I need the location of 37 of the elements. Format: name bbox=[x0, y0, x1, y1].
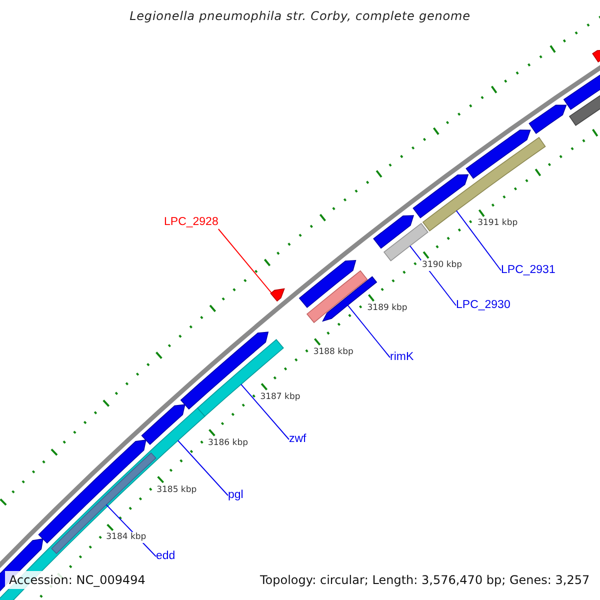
scale-label: 3187 kbp bbox=[259, 392, 302, 403]
gene-label: rimK bbox=[390, 351, 414, 364]
scale-label: 3188 kbp bbox=[312, 346, 354, 358]
scale-label: 3184 kbp bbox=[105, 532, 148, 544]
scale-label: 3186 kbp bbox=[206, 438, 250, 449]
leader-line bbox=[347, 304, 390, 358]
gene-block bbox=[592, 50, 600, 62]
gene-block bbox=[528, 104, 567, 134]
gene-block bbox=[270, 288, 285, 302]
gene-block bbox=[298, 260, 356, 308]
gene-label: LPC_2930 bbox=[456, 299, 510, 312]
gene-block bbox=[38, 440, 146, 544]
genome-summary: Topology: circular; Length: 3,576,470 bp; Genes: 3,257 bbox=[260, 573, 590, 587]
gene-block bbox=[466, 130, 531, 179]
gene-label: pgl bbox=[228, 489, 244, 502]
gene-bar bbox=[196, 339, 284, 417]
leader-line bbox=[240, 384, 290, 440]
gene-label: LPC_2931 bbox=[501, 264, 556, 277]
gene-label: edd bbox=[156, 550, 176, 563]
gene-bar bbox=[422, 136, 546, 232]
leader-line bbox=[218, 228, 272, 294]
gene-bar bbox=[383, 222, 428, 262]
scale-label: 3190 kbp bbox=[421, 260, 464, 272]
scale-label: 3185 kbp bbox=[156, 484, 198, 496]
gene-block bbox=[412, 174, 469, 218]
leader-line bbox=[177, 440, 228, 496]
gene-label: LPC_2928 bbox=[164, 216, 218, 229]
leader-line bbox=[456, 210, 502, 271]
scale-label: 3191 kbp bbox=[476, 218, 519, 230]
map-title: Legionella pneumophila str. Corby, complete genome bbox=[128, 9, 472, 23]
gene-label: zwf bbox=[289, 433, 306, 446]
gene-bar bbox=[306, 270, 368, 324]
gene-block bbox=[141, 404, 186, 445]
gene-block bbox=[373, 215, 414, 249]
gene-bar bbox=[51, 452, 156, 554]
scale-label: 3189 kbp bbox=[366, 302, 408, 314]
gene-bar bbox=[0, 408, 206, 600]
